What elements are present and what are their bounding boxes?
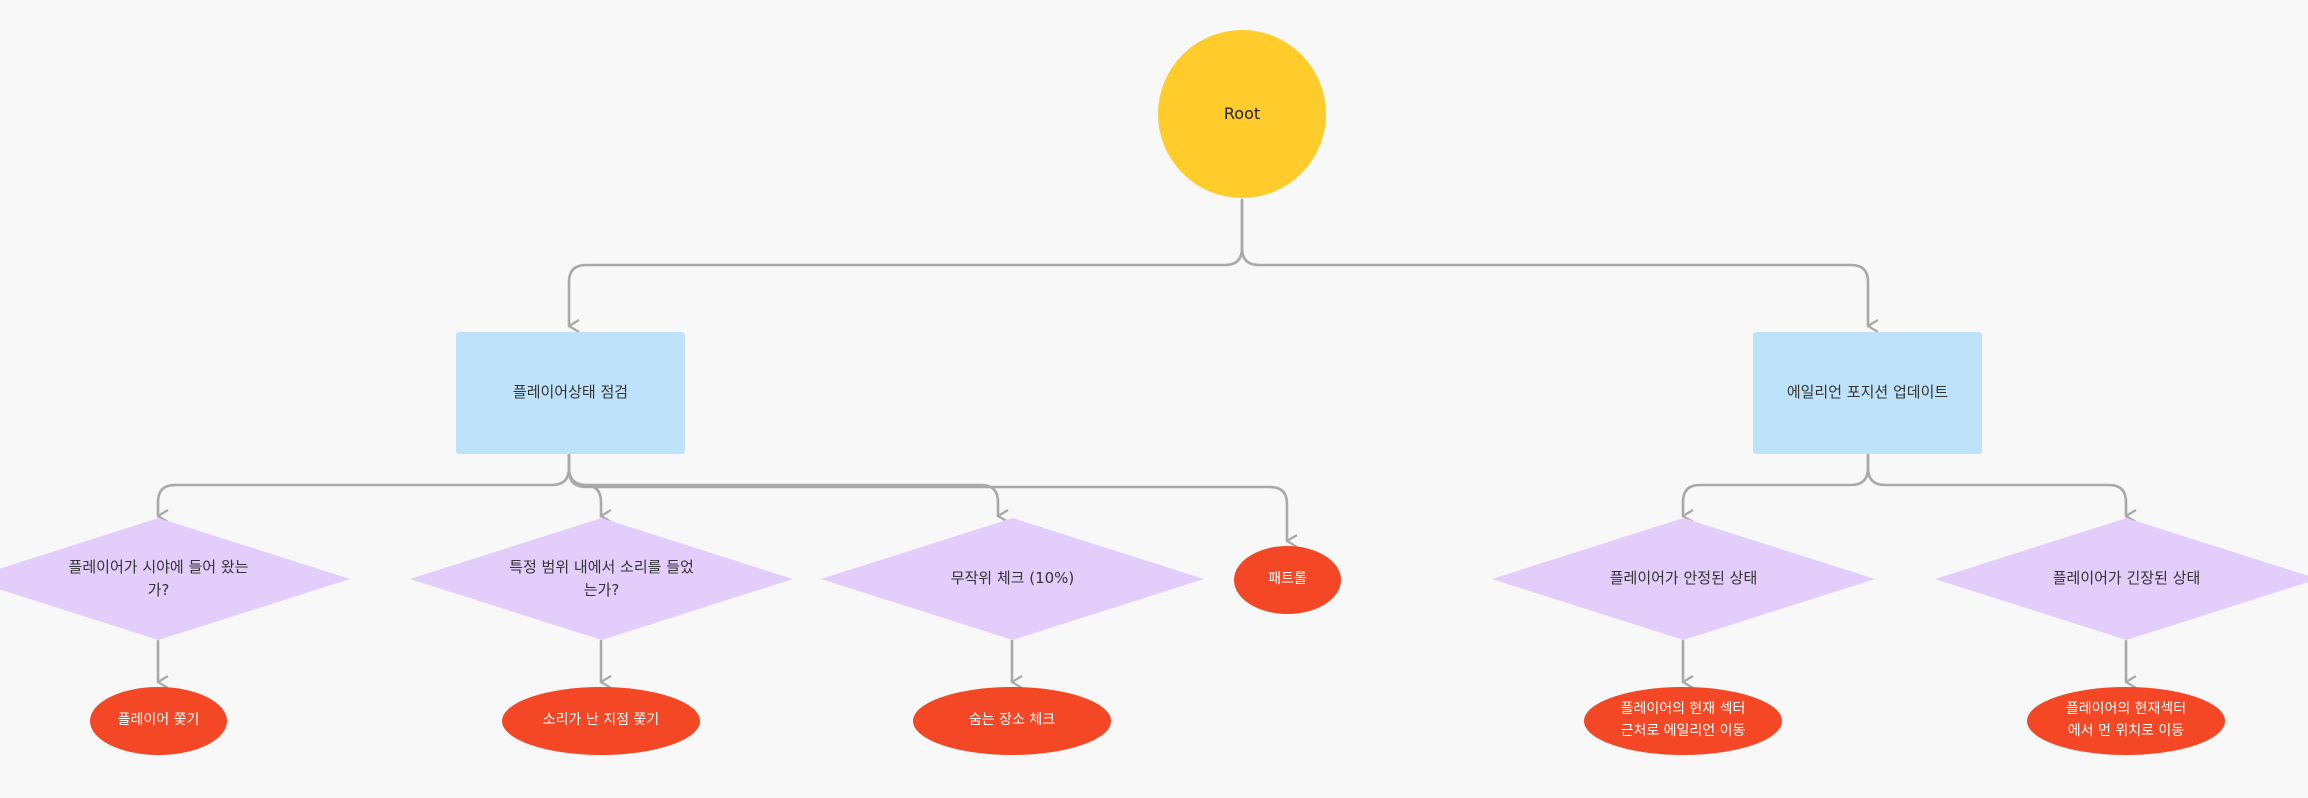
player-check-label: 플레이어상태 점검 (512, 383, 629, 402)
connector-check-patrol (567, 453, 1287, 541)
diamond-shape (821, 518, 1204, 640)
chase-sound-node: 소리가 난 지점 쫓기 (502, 687, 700, 755)
root-node: Root (1158, 30, 1326, 198)
connector-check-in-sight (156, 453, 571, 516)
patrol-label: 패트롤 (1268, 571, 1307, 588)
player-stable-label: 플레이어가 안정된 상태 (1609, 569, 1758, 588)
diamond-shape (1935, 518, 2308, 640)
random-check-label: 무작위 체크 (10%) (950, 569, 1075, 588)
diamond-shape (1492, 518, 1875, 640)
diamond-shape (0, 518, 350, 640)
move-far-label: 플레이어의 현재섹터 에서 먼 위치로 이동 (2065, 701, 2187, 739)
player-tense-decision: 플레이어가 긴장된 상태 (1935, 518, 2308, 640)
move-near-label: 플레이어의 현재 섹터 근처로 에일리언 이동 (1620, 701, 1746, 739)
move-near-node: 플레이어의 현재 섹터 근처로 에일리언 이동 (1584, 687, 1782, 755)
connector-root-alien-update (1240, 198, 1868, 326)
connector-root-player-check (567, 198, 1244, 326)
connector-update-stable (1681, 453, 1870, 516)
hiding-check-node: 숨는 장소 체크 (913, 687, 1111, 755)
player-check-node: 플레이어상태 점검 (456, 332, 685, 454)
diamond-shape (410, 518, 793, 640)
move-far-node: 플레이어의 현재섹터 에서 먼 위치로 이동 (2027, 687, 2225, 755)
chase-player-node: 플레이어 쫓기 (90, 687, 227, 755)
heard-sound-decision: 특정 범위 내에서 소리를 들었 는가? (410, 518, 793, 640)
player-tense-label: 플레이어가 긴장된 상태 (2052, 569, 2201, 588)
player-stable-decision: 플레이어가 안정된 상태 (1492, 518, 1875, 640)
hiding-check-label: 숨는 장소 체크 (968, 712, 1056, 729)
patrol-node: 패트롤 (1234, 546, 1341, 614)
heard-sound-label: 특정 범위 내에서 소리를 들었 는가? (509, 557, 694, 599)
alien-update-label: 에일리언 포지션 업데이트 (1786, 383, 1949, 402)
in-sight-decision: 플레이어가 시야에 들어 왔는 가? (0, 518, 350, 640)
chase-player-label: 플레이어 쫓기 (117, 712, 200, 729)
connector-update-tense (1866, 453, 2126, 516)
chase-sound-label: 소리가 난 지점 쫓기 (542, 712, 660, 729)
root-label: Root (1223, 103, 1261, 123)
in-sight-label: 플레이어가 시야에 들어 왔는 가? (68, 557, 249, 599)
connector-check-random (567, 453, 998, 516)
alien-update-node: 에일리언 포지션 업데이트 (1753, 332, 1982, 454)
random-check-decision: 무작위 체크 (10%) (821, 518, 1204, 640)
